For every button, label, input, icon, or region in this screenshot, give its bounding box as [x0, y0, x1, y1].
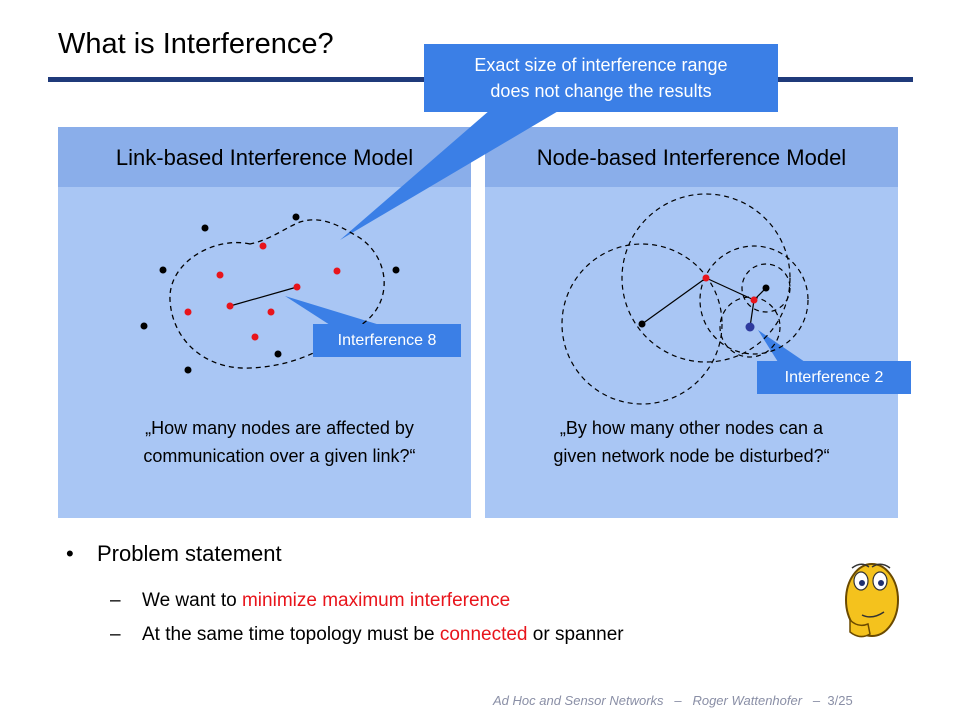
black-nodes [140, 213, 400, 374]
link-based-header: Link-based Interference Model [58, 127, 471, 187]
sub2-post: or spanner [527, 624, 624, 645]
communication-link [229, 286, 298, 307]
range-circle [719, 296, 781, 358]
range-circle [741, 263, 791, 313]
slide-title: What is Interference? [58, 28, 334, 60]
callout-line2: does not change the results [490, 81, 712, 101]
node-based-diagram [561, 193, 809, 405]
slide-footer: Ad Hoc and Sensor Networks – Roger Watte… [493, 693, 853, 708]
footer-page: 3/25 [827, 693, 853, 708]
black-node [638, 320, 646, 328]
link-based-quote-line2: communication over a given link?“ [143, 446, 416, 466]
node-based-panel: Node-based Interference Model „By how ma… [485, 127, 898, 518]
left-label-pointer [285, 296, 380, 325]
footer-sep: – [674, 693, 682, 708]
target-node [745, 322, 755, 332]
sub1-text: We want to [142, 590, 242, 611]
sub-bullet-minimize: –We want to minimize maximum interferenc… [110, 590, 510, 612]
range-circle [621, 193, 791, 363]
bullet-symbol: • [66, 541, 74, 566]
footer-author: Roger Wattenhofer [692, 693, 803, 708]
range-circle [561, 243, 723, 405]
node-interference-label: Interference 2 [757, 361, 911, 394]
sub-dash: – [110, 590, 121, 611]
red-node [750, 296, 758, 304]
callout-line1: Exact size of interference range [474, 55, 728, 75]
black-node [762, 284, 770, 292]
red-node [702, 274, 710, 282]
sub2-text: At the same time topology must be [142, 624, 440, 645]
sub-bullet-connected: –At the same time topology must be conne… [110, 624, 624, 646]
sub1-highlight: minimize maximum interference [241, 590, 511, 611]
red-nodes [184, 242, 341, 341]
footer-course: Ad Hoc and Sensor Networks [493, 693, 664, 708]
node-based-quote-line1: „By how many other nodes can a [559, 418, 824, 438]
link-based-quote: „How many nodes are affected by communic… [58, 414, 471, 470]
node-based-quote-line2: given network node be disturbed?“ [553, 446, 830, 466]
range-circle [699, 245, 809, 355]
sub-dash: – [110, 624, 121, 645]
link-based-quote-line1: „How many nodes are affected by [145, 418, 414, 438]
callout-pointer [340, 110, 560, 240]
node-based-header: Node-based Interference Model [485, 127, 898, 187]
interference-range-callout: Exact size of interference range does no… [424, 44, 778, 112]
node-based-quote: „By how many other nodes can a given net… [485, 414, 898, 470]
link-interference-label: Interference 8 [313, 324, 461, 357]
bullet-problem-statement: Problem statement [97, 541, 282, 566]
interference-range-boundary [169, 219, 385, 369]
footer-sep: – [812, 693, 821, 708]
sub2-highlight: connected [439, 624, 528, 645]
link-based-diagram [140, 213, 400, 374]
thinking-face-icon [845, 563, 899, 638]
